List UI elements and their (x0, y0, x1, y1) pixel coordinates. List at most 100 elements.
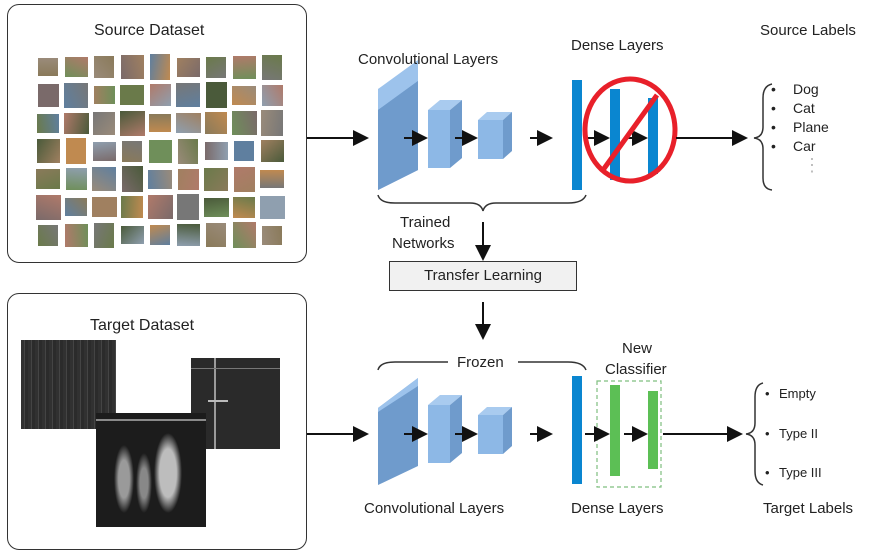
source-dataset-title: Source Dataset (94, 22, 205, 39)
source-label-item: •Car (771, 138, 816, 154)
source-thumbnail (205, 112, 227, 134)
top-conv-layer-2 (428, 100, 462, 168)
top-conv-layer-1 (378, 60, 418, 190)
bullet-icon: • (765, 426, 770, 441)
source-thumbnail-grid (34, 53, 286, 253)
source-thumbnail (149, 114, 171, 132)
bottom-conv-layer-2 (428, 395, 462, 463)
source-thumbnail (148, 139, 172, 163)
bullet-icon: • (771, 81, 776, 97)
source-thumbnail (234, 141, 254, 161)
target-label-item: •Type II (765, 426, 819, 441)
source-thumbnail (205, 82, 227, 108)
source-thumbnail (176, 83, 200, 107)
source-thumbnail (232, 85, 256, 105)
source-labels-list: •Dog •Cat •Plane •Car ⋮ (771, 80, 829, 174)
source-thumbnail (91, 197, 117, 217)
source-thumbnail (94, 56, 114, 78)
new-classifier-label-line1: New (622, 340, 653, 357)
source-thumbnail (38, 58, 58, 76)
source-thumbnail (178, 138, 198, 164)
source-thumbnail (262, 54, 282, 80)
source-thumbnail (147, 195, 173, 219)
source-thumbnail (204, 167, 228, 191)
source-thumbnail (93, 86, 115, 104)
source-thumbnail (37, 83, 59, 107)
bullet-icon: • (771, 100, 776, 116)
continuation-ellipsis: ⋮ (803, 155, 821, 175)
source-thumbnail (206, 223, 226, 247)
source-thumbnail (233, 196, 255, 218)
source-thumbnail (120, 55, 144, 79)
source-thumbnail (65, 198, 87, 216)
source-label-item: •Cat (771, 100, 815, 116)
new-classifier-layer-2 (648, 391, 658, 469)
top-dense-layer-3 (648, 98, 658, 174)
source-thumbnail (176, 57, 200, 77)
bullet-icon: • (771, 119, 776, 135)
top-dense-layer-1 (572, 80, 582, 190)
top-dense-layers-label: Dense Layers (571, 37, 664, 54)
source-thumbnail (119, 110, 145, 136)
source-thumbnail (65, 168, 87, 190)
source-label-item: •Plane (771, 119, 829, 135)
frozen-brace (377, 361, 587, 371)
source-thumbnail (93, 111, 115, 135)
bottom-conv-layer-3 (478, 407, 512, 454)
target-labels-title: Target Labels (763, 500, 854, 517)
bottom-conv-layer-1 (378, 378, 418, 485)
top-dense-layer-2 (610, 89, 620, 180)
source-label-item: •Dog (771, 81, 819, 97)
source-thumbnail (92, 167, 116, 191)
source-thumbnail (149, 84, 171, 106)
trained-networks-brace (377, 194, 587, 212)
source-thumbnail (94, 222, 114, 248)
target-label-item: •Empty (765, 386, 816, 401)
transfer-learning-box: Transfer Learning (389, 261, 577, 291)
target-dataset-title: Target Dataset (90, 317, 195, 334)
bottom-dense-layer-frozen (572, 376, 582, 484)
source-thumbnail (148, 169, 172, 189)
target-label-item: •Type III (765, 465, 822, 480)
target-image-spectrogram-2 (96, 413, 206, 527)
source-thumbnail (121, 166, 143, 192)
source-thumbnail (260, 170, 284, 188)
source-dataset-panel: Source Dataset (7, 4, 307, 263)
source-thumbnail (121, 196, 143, 218)
source-thumbnail (66, 138, 86, 164)
source-thumbnail (36, 139, 60, 163)
source-thumbnail (232, 222, 256, 248)
target-labels-brace (745, 382, 764, 486)
source-thumbnail (177, 168, 199, 190)
prohibited-sign-icon (582, 76, 678, 184)
source-thumbnail (261, 110, 283, 136)
source-thumbnail (36, 169, 60, 189)
new-classifier-layer-1 (610, 385, 620, 476)
source-labels-title: Source Labels (760, 22, 856, 39)
bullet-icon: • (771, 138, 776, 154)
source-thumbnail (120, 85, 144, 105)
source-thumbnail (175, 113, 201, 133)
source-thumbnail (231, 111, 257, 135)
source-thumbnail (261, 84, 283, 106)
source-thumbnail (206, 56, 226, 78)
trained-label-line1: Trained (400, 214, 451, 231)
source-thumbnail (37, 113, 59, 133)
bullet-icon: • (765, 386, 770, 401)
source-thumbnail (203, 197, 229, 217)
source-thumbnail (262, 225, 282, 245)
source-thumbnail (204, 142, 228, 160)
source-thumbnail (35, 194, 61, 220)
target-dataset-panel: Target Dataset (7, 293, 307, 550)
source-thumbnail (150, 54, 170, 80)
trained-label-line2: Networks (392, 235, 455, 252)
source-thumbnail (63, 112, 89, 134)
source-thumbnail (38, 224, 58, 246)
bullet-icon: • (765, 465, 770, 480)
source-labels-brace (753, 83, 773, 191)
source-thumbnail (259, 195, 285, 219)
source-thumbnail (176, 224, 200, 246)
new-classifier-label-line2: Classifier (605, 361, 667, 378)
source-thumbnail (92, 141, 116, 161)
